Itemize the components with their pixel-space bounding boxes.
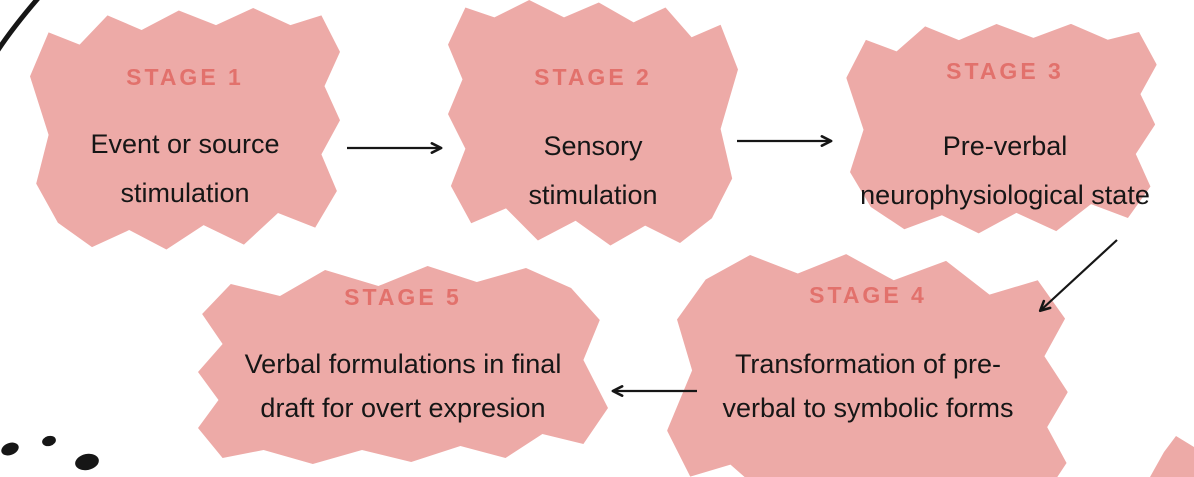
stage-2-label: STAGE 2 <box>534 64 652 90</box>
stage-2-text-line-1: Sensory <box>543 131 643 161</box>
stage-5-label: STAGE 5 <box>344 284 462 310</box>
stage-5-card: STAGE 5 Verbal formulations in final dra… <box>198 264 608 464</box>
corner-pink-decoration <box>1150 436 1194 477</box>
stage-5-text-line-2: draft for overt expresion <box>260 393 546 423</box>
stage-3-label: STAGE 3 <box>946 58 1064 84</box>
ink-dot-decoration <box>42 435 56 447</box>
stage-3-card: STAGE 3 Pre-verbal neurophysiological st… <box>830 14 1180 244</box>
stage-2-text-line-2: stimulation <box>528 180 658 210</box>
stage-3-text-line-1: Pre-verbal <box>942 131 1068 161</box>
stage-1-label: STAGE 1 <box>126 64 244 90</box>
stage-4-text-line-1: Transformation of pre- <box>734 349 1002 379</box>
ink-dot-decoration <box>75 453 99 471</box>
stage-1-text-line-2: stimulation <box>120 178 250 208</box>
stage-4-card: STAGE 4 Transformation of pre- verbal to… <box>668 252 1068 477</box>
stage-1-brush-blob <box>30 8 340 250</box>
stage-1-text-line-1: Event or source <box>90 129 280 159</box>
stage-5-text-line-1: Verbal formulations in final <box>244 349 562 379</box>
stage-1-card: STAGE 1 Event or source stimulation <box>30 8 340 252</box>
stage-2-card: STAGE 2 Sensory stimulation <box>448 0 738 248</box>
stage-4-text-line-2: verbal to symbolic forms <box>722 393 1014 423</box>
stage-3-text-line-2: neurophysiological state <box>860 180 1150 210</box>
ink-dot-decoration <box>1 442 19 456</box>
stage-4-label: STAGE 4 <box>809 282 927 308</box>
